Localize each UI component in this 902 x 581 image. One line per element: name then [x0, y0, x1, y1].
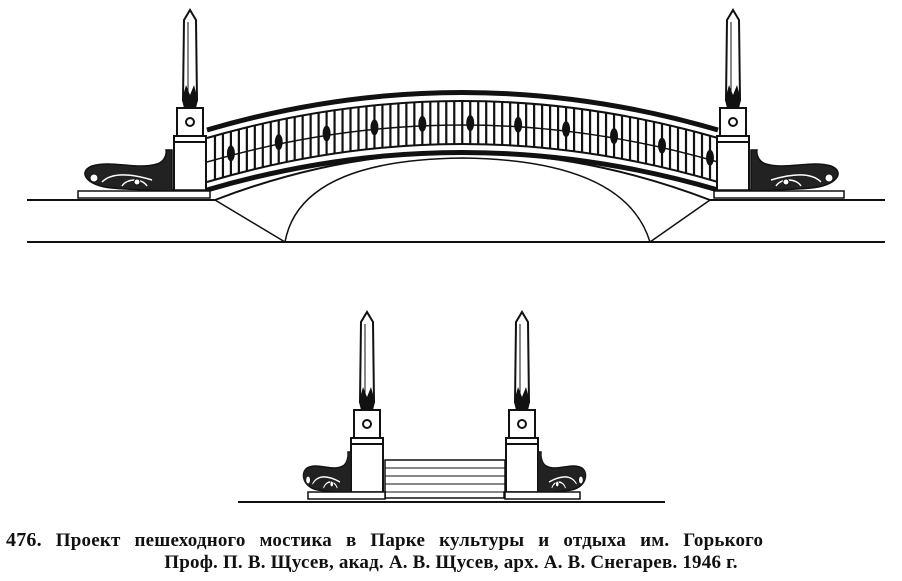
railing-medallion [274, 134, 283, 151]
left-scroll-ornament [84, 149, 173, 193]
railing-medallion [226, 145, 235, 162]
right-scroll-ornament [750, 149, 839, 193]
railing-medallion [418, 115, 427, 132]
steps [384, 459, 506, 499]
figure-caption-authors: Проф. П. В. Щусев, акад. А. В. Щусев, ар… [164, 552, 738, 573]
railing-medallion [658, 137, 667, 154]
railing-medallion [562, 121, 571, 138]
railing-medallion [370, 119, 379, 136]
railing-medallion [706, 149, 715, 166]
left-pylon [171, 9, 209, 197]
railing-medallion [514, 116, 523, 133]
railing-medallion [466, 115, 475, 132]
figure-number: 476. [6, 529, 42, 551]
railing-medallion [610, 128, 619, 145]
bridge-end-view [238, 311, 665, 503]
figure-title: Проект пешеходного мостика в Парке культ… [55, 530, 764, 551]
railing-balusters [213, 101, 715, 180]
right-pylon [714, 9, 752, 197]
bridge-elevation [27, 9, 885, 243]
figure-caption-line1: 476. Проект пешеходного мостика в Парке … [6, 529, 902, 552]
railing-medallion [322, 125, 331, 142]
bridge-drawing [27, 9, 885, 503]
